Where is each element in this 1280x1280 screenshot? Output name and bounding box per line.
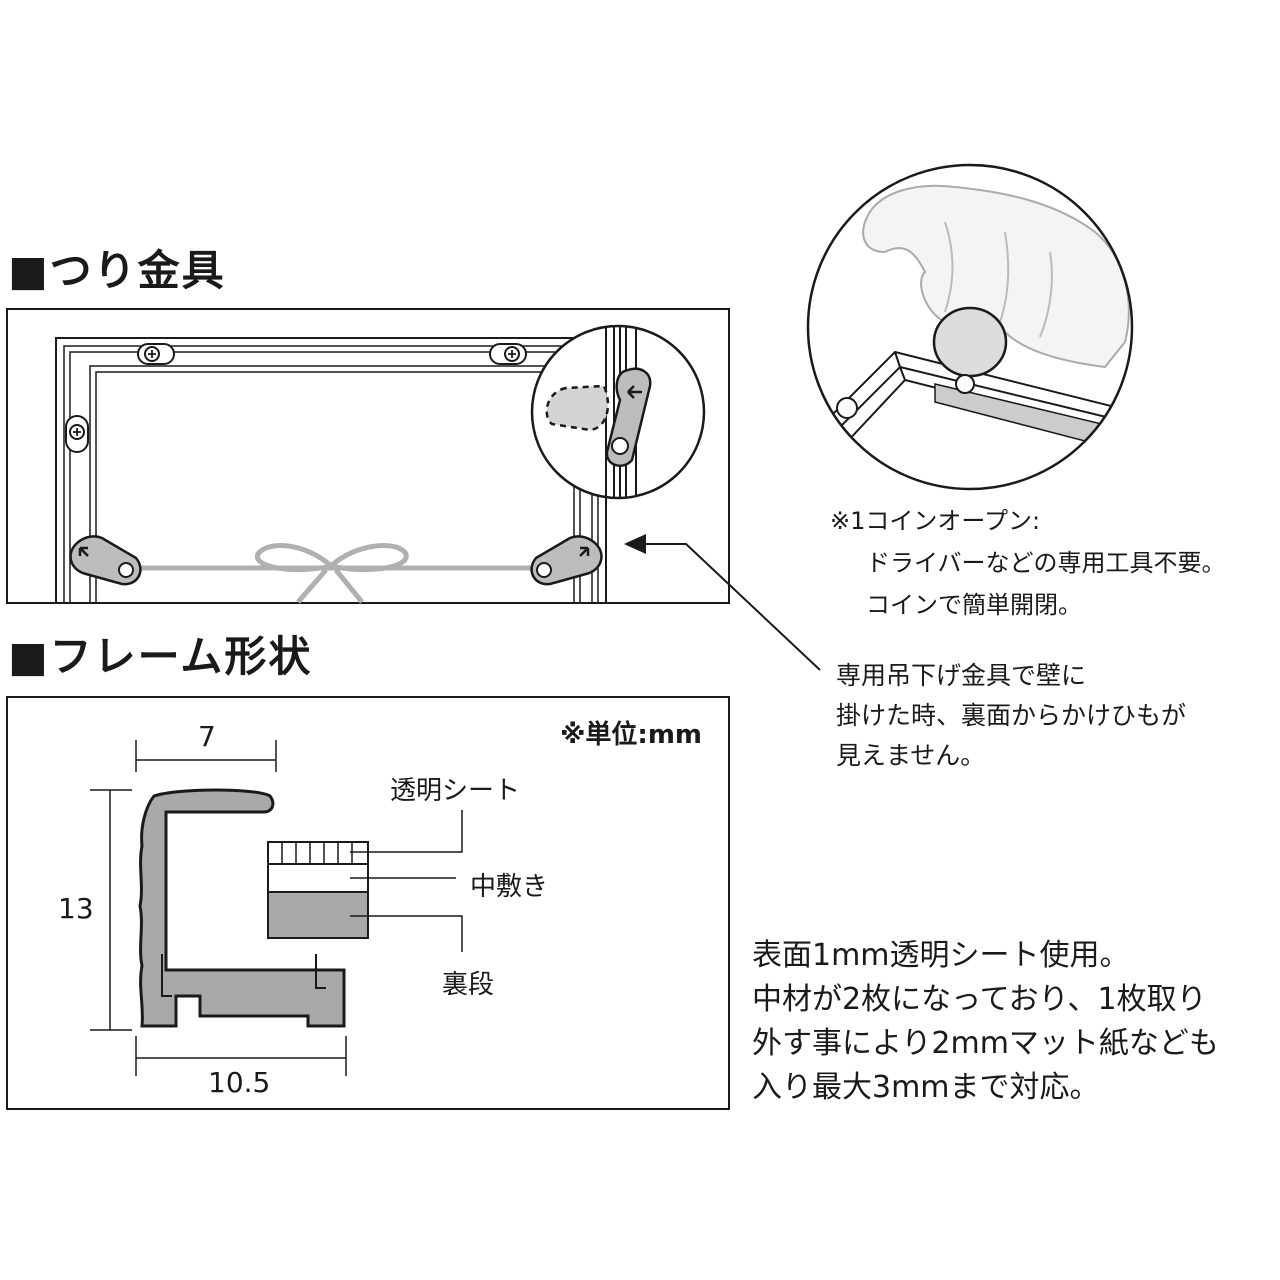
section-title-frame-shape: ■フレーム形状 <box>8 632 313 681</box>
coin-icon <box>932 306 1008 378</box>
coin-screw-icon <box>955 374 975 394</box>
back-board-layer <box>267 891 369 939</box>
arrow-left-icon <box>624 534 646 554</box>
section-title-hanging-hardware: ■つり金具 <box>8 246 226 295</box>
screw-icon <box>836 397 858 419</box>
hook-note-line: 掛けた時、裏面からかけひもが <box>836 701 1187 730</box>
hanging-hook-left-icon <box>69 535 142 586</box>
hook-folded-outline <box>545 384 610 432</box>
screw-icon <box>489 343 527 365</box>
hook-detail-magnifier <box>530 324 706 500</box>
label-back-step: 裏段 <box>442 970 495 1000</box>
coin-open-illustration <box>806 163 1134 491</box>
label-clear-sheet: 透明シート <box>390 776 521 806</box>
frame-cross-section <box>90 740 463 1076</box>
hand-icon <box>862 184 1130 369</box>
frame-profile-shape <box>138 788 346 1028</box>
unit-label: ※単位:mm <box>560 720 702 750</box>
hook-note-line: 見えません。 <box>836 741 986 770</box>
callout-arrow <box>624 534 821 671</box>
frame-description: 表面1mm透明シート使用。 中材が2枚になっており、1枚取り 外す事により2mm… <box>752 934 1219 1110</box>
arrow-left-icon <box>627 385 642 399</box>
coin-open-note: ※1コインオープン: ドライバーなどの専用工具不要。 コインで簡単開閉。 <box>830 500 1226 626</box>
dimension-height: 13 <box>58 892 94 925</box>
hook-note: 専用吊下げ金具で壁に 掛けた時、裏面からかけひもが 見えません。 <box>836 656 1186 776</box>
dimension-bottom-width: 10.5 <box>208 1066 271 1099</box>
screw-icon <box>137 343 175 365</box>
clear-sheet-layer <box>267 841 369 865</box>
string-bow-icon <box>255 543 409 604</box>
hook-note-line: 専用吊下げ金具で壁に <box>836 661 1087 690</box>
hanging-hook-right-icon <box>530 535 603 586</box>
description-line: 外す事により2mmマット紙なども <box>752 1026 1219 1061</box>
coin-open-line: コインで簡単開閉。 <box>866 591 1082 619</box>
label-middle-board: 中敷き <box>470 872 549 902</box>
description-line: 表面1mm透明シート使用。 <box>752 938 1130 973</box>
description-line: 入り最大3mmまで対応。 <box>752 1070 1100 1105</box>
dimension-top-width: 7 <box>198 720 216 753</box>
screw-icon <box>65 415 89 453</box>
coin-open-title: ※1コインオープン: <box>830 507 1041 535</box>
description-line: 中材が2枚になっており、1枚取り <box>752 982 1207 1017</box>
coin-open-line: ドライバーなどの専用工具不要。 <box>866 549 1226 577</box>
cross-section-panel: ※単位:mm 7 13 10.5 透明シート 中敷き 裏段 <box>6 696 730 1110</box>
